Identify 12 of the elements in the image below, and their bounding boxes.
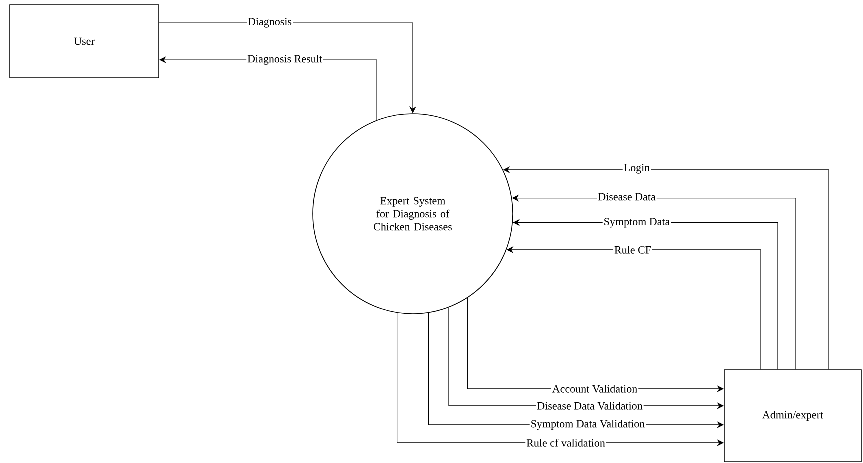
edge-label: Diagnosis — [247, 17, 293, 29]
edge-label: Symptom Data Validation — [530, 418, 646, 431]
edge-label: Disease Data — [597, 192, 657, 202]
edge-label: Symptom Data — [602, 217, 672, 229]
edge-label: Rule CF — [614, 245, 652, 255]
edge-label: Rule cf validation — [526, 438, 606, 448]
entity-box: User — [10, 4, 160, 78]
edge-label: Login — [622, 163, 652, 175]
edge-label: Diagnosis Result — [246, 54, 324, 66]
entity-box: Admin/expert — [724, 370, 862, 462]
edge-label: Account Validation — [551, 384, 639, 394]
edge-label: Disease Data Validation — [536, 401, 644, 411]
